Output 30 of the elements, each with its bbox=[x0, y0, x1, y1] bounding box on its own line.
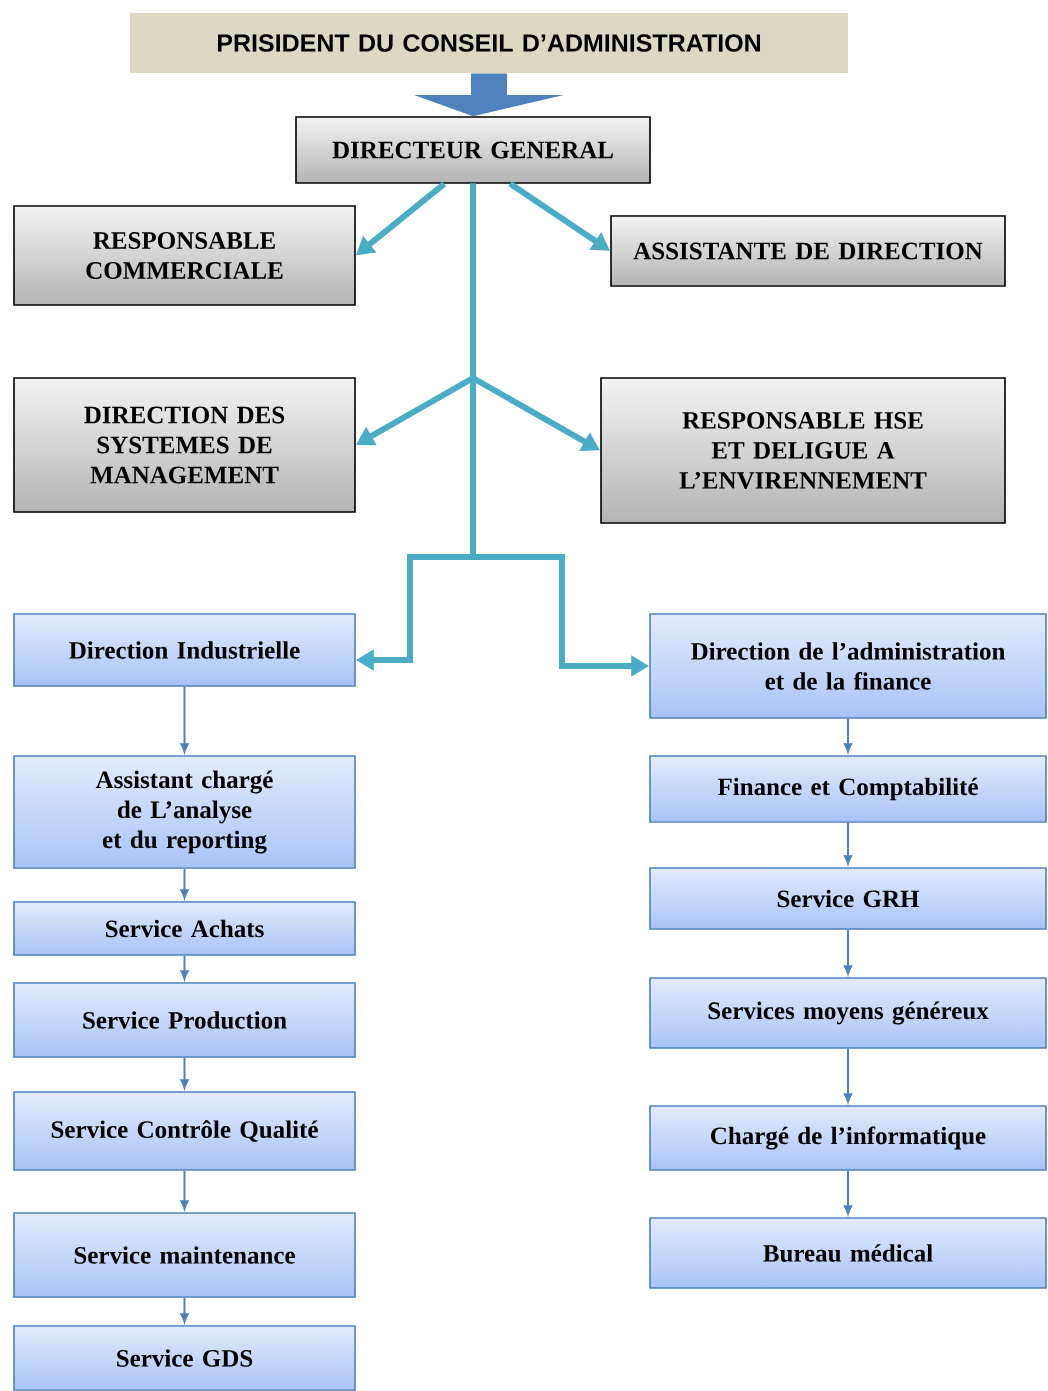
position-box: RESPONSABLE HSE ET DELIGUE A L’ENVIRENNEMENT bbox=[600, 377, 1006, 524]
arrow bbox=[180, 1056, 189, 1089]
arrow bbox=[843, 1169, 853, 1215]
department-box: Bureau médical bbox=[649, 1217, 1047, 1289]
department-box: Service Production bbox=[13, 982, 356, 1058]
department-box: Direction Industrielle bbox=[13, 613, 356, 687]
position-box: DIRECTION DES SYSTEMES DE MANAGEMENT bbox=[13, 377, 356, 513]
department-box: Assistant chargé de L’analyse et du reporting bbox=[13, 755, 356, 869]
arrow bbox=[180, 1296, 189, 1323]
department-box: Service maintenance bbox=[13, 1212, 356, 1298]
arrow bbox=[180, 954, 189, 980]
department-box: Direction de l’administration et de la finance bbox=[649, 613, 1047, 719]
header-box: PRISIDENT DU CONSEIL D’ADMINISTRATION bbox=[130, 13, 848, 73]
arrow bbox=[843, 717, 853, 753]
arrow bbox=[180, 867, 189, 899]
position-box: RESPONSABLE COMMERCIALE bbox=[13, 205, 356, 306]
arrow bbox=[180, 1169, 189, 1210]
department-box: Finance et Comptabilité bbox=[649, 755, 1047, 823]
arrow bbox=[843, 928, 853, 975]
department-box: Chargé de l’informatique bbox=[649, 1105, 1047, 1171]
department-box: Services moyens généreux bbox=[649, 977, 1047, 1049]
department-box: Service Contrôle Qualité bbox=[13, 1091, 356, 1171]
arrow bbox=[843, 1047, 853, 1103]
position-box: DIRECTEUR GENERAL bbox=[295, 116, 651, 184]
department-box: Service GRH bbox=[649, 867, 1047, 930]
arrow bbox=[180, 685, 189, 753]
position-box: ASSISTANTE DE DIRECTION bbox=[610, 215, 1006, 287]
department-box: Service Achats bbox=[13, 901, 356, 956]
arrow bbox=[843, 821, 853, 865]
department-box: Service GDS bbox=[13, 1325, 356, 1391]
